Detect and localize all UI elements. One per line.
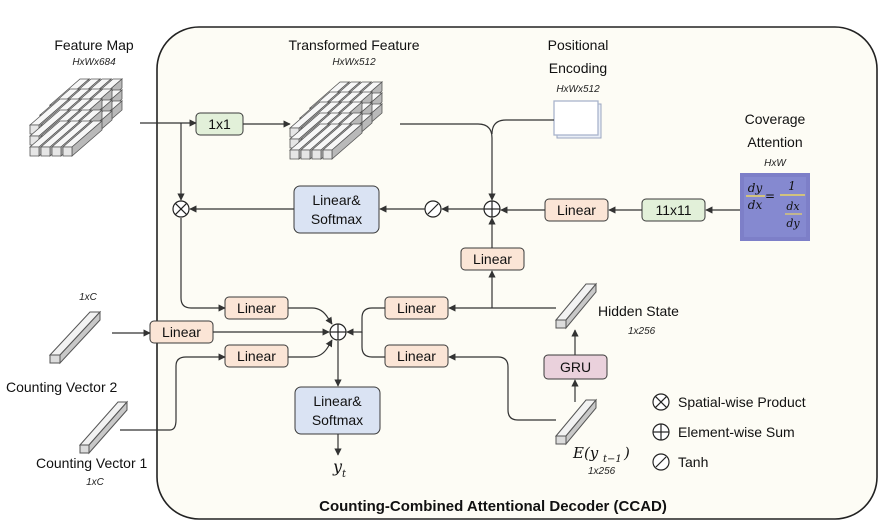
embedding-label: E(y t−1 )	[572, 444, 630, 465]
linear-softmax-attn-label-1: Linear&	[312, 192, 361, 208]
hidden-state-dim: 1x256	[628, 326, 656, 337]
decoder-container	[156, 26, 878, 520]
element-sum-operator-bottom	[329, 323, 347, 341]
hidden-state-label: Hidden State	[598, 303, 679, 319]
linear-coverage-label: Linear	[557, 202, 596, 218]
linear-softmax-attn-label-2: Softmax	[311, 211, 362, 227]
decoder-title: Counting-Combined Attentional Decoder (C…	[319, 498, 667, 515]
linear-embedding-label: Linear	[397, 348, 436, 364]
linear-embedding-block	[384, 344, 449, 368]
positional-encoding-label-1: Positional	[548, 37, 609, 53]
svg-text:1: 1	[788, 179, 796, 193]
tensor-cell	[311, 149, 322, 160]
linear-counting-label: Linear	[162, 324, 201, 340]
svg-text:dx: dx	[748, 198, 763, 212]
legend-element-sum-icon	[652, 423, 670, 441]
embedding-vector	[554, 398, 598, 446]
gru-label: GRU	[560, 359, 591, 375]
positional-encoding-dim: HxWx512	[556, 84, 600, 95]
positional-encoding-label-2: Encoding	[549, 60, 607, 76]
embedding-dim: 1x256	[588, 466, 616, 477]
coverage-attention-dim: HxW	[764, 158, 787, 169]
svg-text:dx: dx	[786, 200, 800, 213]
svg-text:dy: dy	[786, 217, 800, 230]
conv-11x11-label: 11x11	[655, 202, 691, 218]
linear-hidden-attn-label: Linear	[473, 251, 512, 267]
linear-softmax-output-label-1: Linear&	[313, 393, 362, 409]
tensor-cell	[300, 149, 311, 160]
svg-text:E(y: E(y	[572, 444, 599, 462]
legend-tanh-label: Tanh	[678, 454, 708, 470]
counting-vector-1-label: Counting Vector 1	[36, 455, 148, 471]
linear-counting-1-label: Linear	[237, 348, 276, 364]
feature-map-dim: HxWx684	[72, 57, 116, 68]
element-sum-operator-top	[483, 200, 501, 218]
counting-vector-2-label: Counting Vector 2	[6, 379, 118, 395]
svg-text:y: y	[332, 457, 343, 476]
linear-softmax-output-label-2: Softmax	[312, 412, 363, 428]
linear-context-label: Linear	[237, 300, 276, 316]
tensor-cell	[322, 149, 333, 160]
spatial-product-operator	[172, 200, 190, 218]
svg-text:dy: dy	[748, 181, 763, 195]
tensor-cell	[29, 146, 40, 157]
tensor-cell	[40, 146, 51, 157]
tensor-cell	[289, 149, 300, 160]
counting-vector-1-shape	[78, 400, 129, 455]
svg-text:): )	[623, 444, 630, 462]
positional-encoding-block	[553, 100, 602, 139]
conv-1x1-label: 1x1	[208, 116, 231, 132]
transformed-feature-label: Transformed Feature	[289, 37, 420, 53]
feature-map-label: Feature Map	[54, 37, 134, 53]
coverage-attention-map: dy dx = 1 dx dy	[740, 173, 810, 241]
tanh-operator	[424, 200, 442, 218]
counting-vector-1-dim: 1xC	[86, 477, 105, 488]
svg-text:t−1: t−1	[603, 454, 622, 465]
legend-spatial-product-icon	[652, 393, 670, 411]
feature-map-tensor	[28, 78, 124, 157]
svg-text:=: =	[765, 189, 775, 203]
hidden-state-vector	[554, 282, 598, 330]
transformed-feature-tensor	[288, 81, 384, 160]
legend-spatial-product-label: Spatial-wise Product	[678, 394, 806, 410]
coverage-attention-label-2: Attention	[747, 134, 802, 150]
svg-text:t: t	[342, 469, 347, 480]
counting-vector-2-dim: 1xC	[79, 292, 98, 303]
transformed-feature-dim: HxWx512	[332, 57, 376, 68]
linear-hidden-sum-label: Linear	[397, 300, 436, 316]
counting-vector-2-shape	[48, 310, 102, 365]
legend: Spatial-wise Product Element-wise Sum Ta…	[652, 393, 806, 471]
coverage-attention-label-1: Coverage	[745, 111, 806, 127]
output-label: y t	[332, 457, 347, 480]
tensor-cell	[62, 146, 73, 157]
legend-tanh-icon	[652, 453, 670, 471]
legend-element-sum-label: Element-wise Sum	[678, 424, 795, 440]
tensor-cell	[51, 146, 62, 157]
